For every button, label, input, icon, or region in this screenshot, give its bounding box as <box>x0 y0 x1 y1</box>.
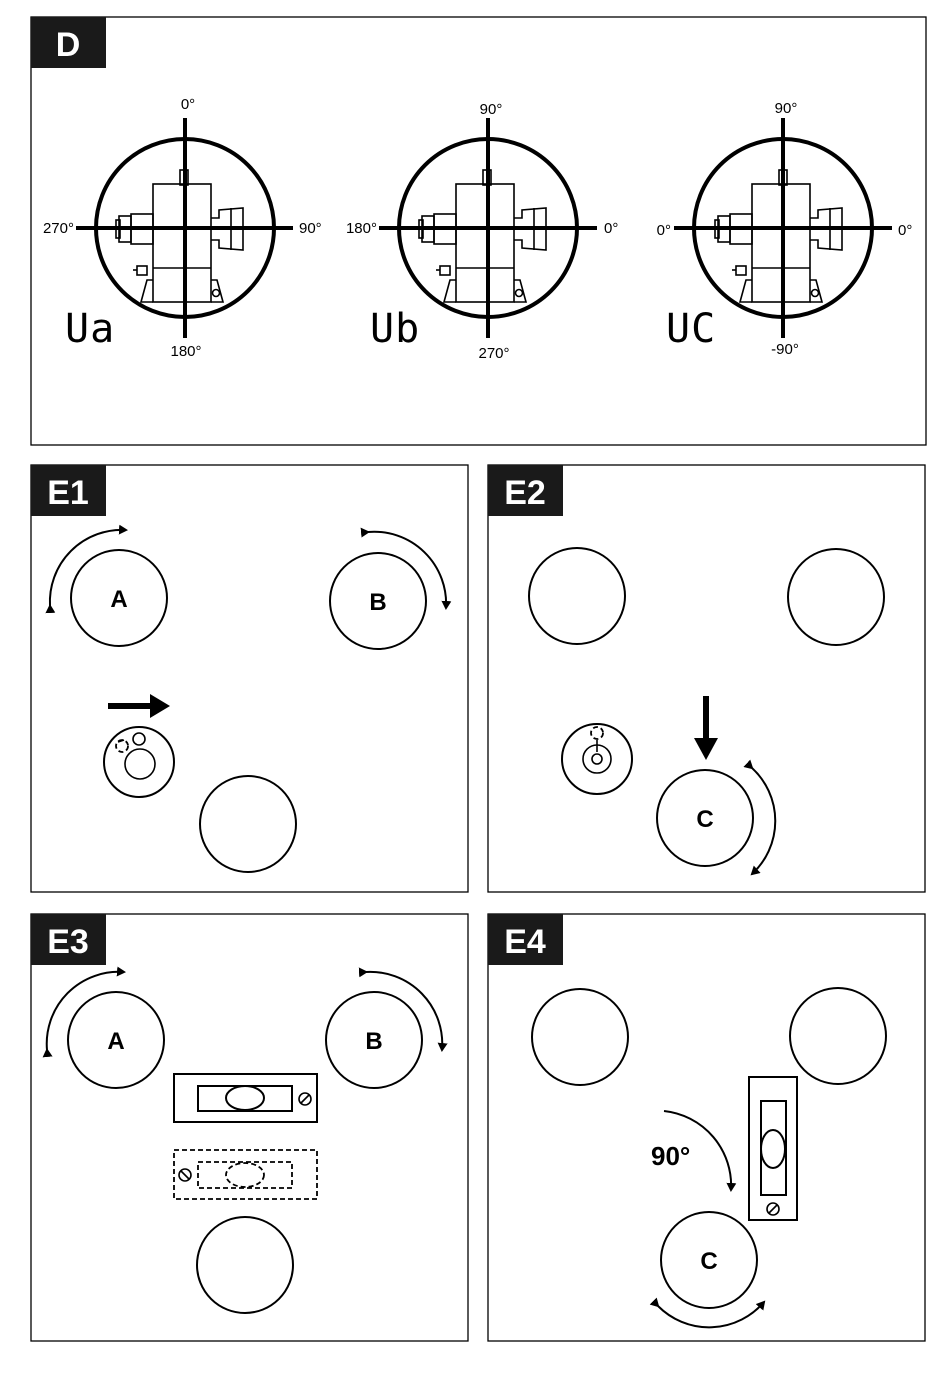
spirit-level <box>749 1077 797 1220</box>
circular-level-vial <box>562 724 632 794</box>
foot-screw-a-label: A <box>110 586 127 613</box>
spirit-level-bubble <box>226 1086 264 1110</box>
foot-screw-a-label: A <box>107 1028 124 1055</box>
foot-screw-b <box>788 549 884 645</box>
mode-ub-left-label: 180° <box>346 220 377 237</box>
laser-device-icon <box>715 170 842 302</box>
rotate-arrow-c <box>658 1302 764 1327</box>
foot-screw-c <box>200 776 296 872</box>
foot-screw-c-label: C <box>696 806 713 833</box>
foot-screw-b-label: B <box>369 589 386 616</box>
panel-e2: E2 C <box>488 465 925 892</box>
panel-e3: E3 A B <box>31 914 468 1341</box>
spirit-level-body <box>749 1077 797 1220</box>
foot-screw-c <box>197 1217 293 1313</box>
level-bubble-previous <box>116 740 128 752</box>
foot-screw-b-label: B <box>365 1028 382 1055</box>
spirit-level-bubble <box>761 1130 785 1168</box>
panel-e4-frame <box>488 914 925 1341</box>
mode-ua-left-label: 270° <box>43 220 74 237</box>
spirit-level-previous-vial <box>198 1162 292 1188</box>
spirit-level-body <box>174 1074 317 1122</box>
panel-d-tag: D <box>56 26 81 64</box>
spirit-level-previous-bubble <box>226 1163 264 1187</box>
mode-ua-dial: 0° 270° 90° 180° Ua <box>43 96 322 360</box>
foot-screw-c-label: C <box>700 1248 717 1275</box>
spirit-level-vial <box>761 1101 786 1195</box>
mode-uc-left-label: 0° <box>657 222 671 239</box>
panel-d-frame <box>31 17 926 445</box>
panel-e3-tag: E3 <box>47 923 89 961</box>
foot-screw-a <box>529 548 625 644</box>
panel-d: D 0° 270° 90° 180° Ua 90° 180° 0° 270° U… <box>31 17 926 445</box>
level-bubble <box>592 754 602 764</box>
foot-screw-b <box>790 988 886 1084</box>
rotation-angle-label: 90° <box>651 1141 690 1171</box>
mode-uc-dial: 90° 0° 0° -90° UC <box>657 100 913 358</box>
spirit-level-previous <box>174 1150 317 1199</box>
mode-ub-dial: 90° 180° 0° 270° Ub <box>346 101 618 362</box>
panel-e3-frame <box>31 914 468 1341</box>
adjustment-screw-slot <box>301 1095 309 1103</box>
adjustment-screw-slot <box>769 1205 777 1213</box>
spirit-level <box>174 1074 317 1122</box>
foot-screw-a <box>532 989 628 1085</box>
panel-e4: E4 90° C <box>488 914 925 1341</box>
panel-e2-tag: E2 <box>504 474 546 512</box>
panel-e1-tag: E1 <box>47 474 89 512</box>
mode-ua-bottom-label: 180° <box>170 343 201 360</box>
level-bubble-previous <box>591 727 603 739</box>
circular-level-vial <box>104 727 174 797</box>
direction-arrow-head <box>150 694 170 718</box>
spirit-level-vial <box>198 1086 292 1111</box>
mode-ub-bottom-label: 270° <box>478 345 509 362</box>
mode-ua-top-label: 0° <box>181 96 195 113</box>
mode-ub-code: Ub <box>370 306 420 352</box>
direction-arrow-head <box>694 738 718 760</box>
mode-uc-right-label: 0° <box>898 222 912 239</box>
mode-uc-code: UC <box>666 306 716 352</box>
mode-ub-right-label: 0° <box>604 220 618 237</box>
level-bubble <box>133 733 145 745</box>
panel-e4-tag: E4 <box>504 923 546 961</box>
mode-uc-bottom-label: -90° <box>771 341 799 358</box>
mode-uc-top-label: 90° <box>775 100 798 117</box>
level-target-ring <box>125 749 155 779</box>
rotate-arrow-c <box>752 768 775 874</box>
laser-device-icon <box>116 170 243 302</box>
mode-ub-top-label: 90° <box>480 101 503 118</box>
spirit-level-previous-body <box>174 1150 317 1199</box>
mode-ua-right-label: 90° <box>299 220 322 237</box>
laser-device-icon <box>419 170 546 302</box>
panel-e1: E1 A B <box>31 465 468 892</box>
adjustment-screw-slot <box>181 1171 189 1179</box>
mode-ua-code: Ua <box>65 306 115 352</box>
panel-e1-frame <box>31 465 468 892</box>
